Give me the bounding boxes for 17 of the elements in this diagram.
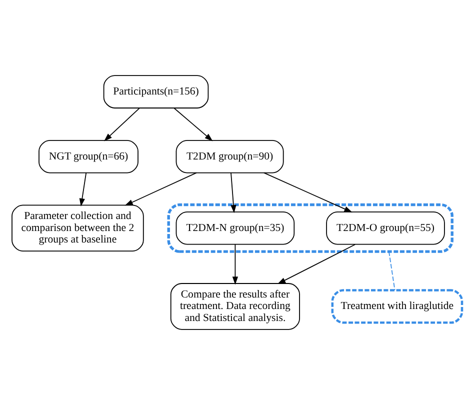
node-box: Compare the results after treatment. Data recording and Statistical analysis. — [170, 283, 300, 330]
node-box: T2DM group(n=90) — [176, 140, 284, 174]
arrow — [277, 244, 356, 284]
node-box: T2DM-O group(n=55) — [326, 212, 445, 245]
arrow — [104, 108, 140, 142]
arrow — [264, 172, 352, 212]
connector — [388, 251, 396, 291]
node-box: Treatment with liraglutide — [331, 289, 464, 324]
arrow — [230, 172, 236, 214]
arrow — [79, 172, 87, 207]
arrow — [124, 172, 197, 206]
node-box: NGT group(n=66) — [38, 140, 138, 174]
node-box: Participants(n=156) — [103, 75, 209, 108]
arrow — [174, 108, 213, 142]
node-box: Parameter collection and comparison between the 2 groups at baseline — [12, 204, 144, 252]
node-box: T2DM-N group(n=35) — [176, 212, 295, 245]
arrow — [232, 244, 238, 285]
